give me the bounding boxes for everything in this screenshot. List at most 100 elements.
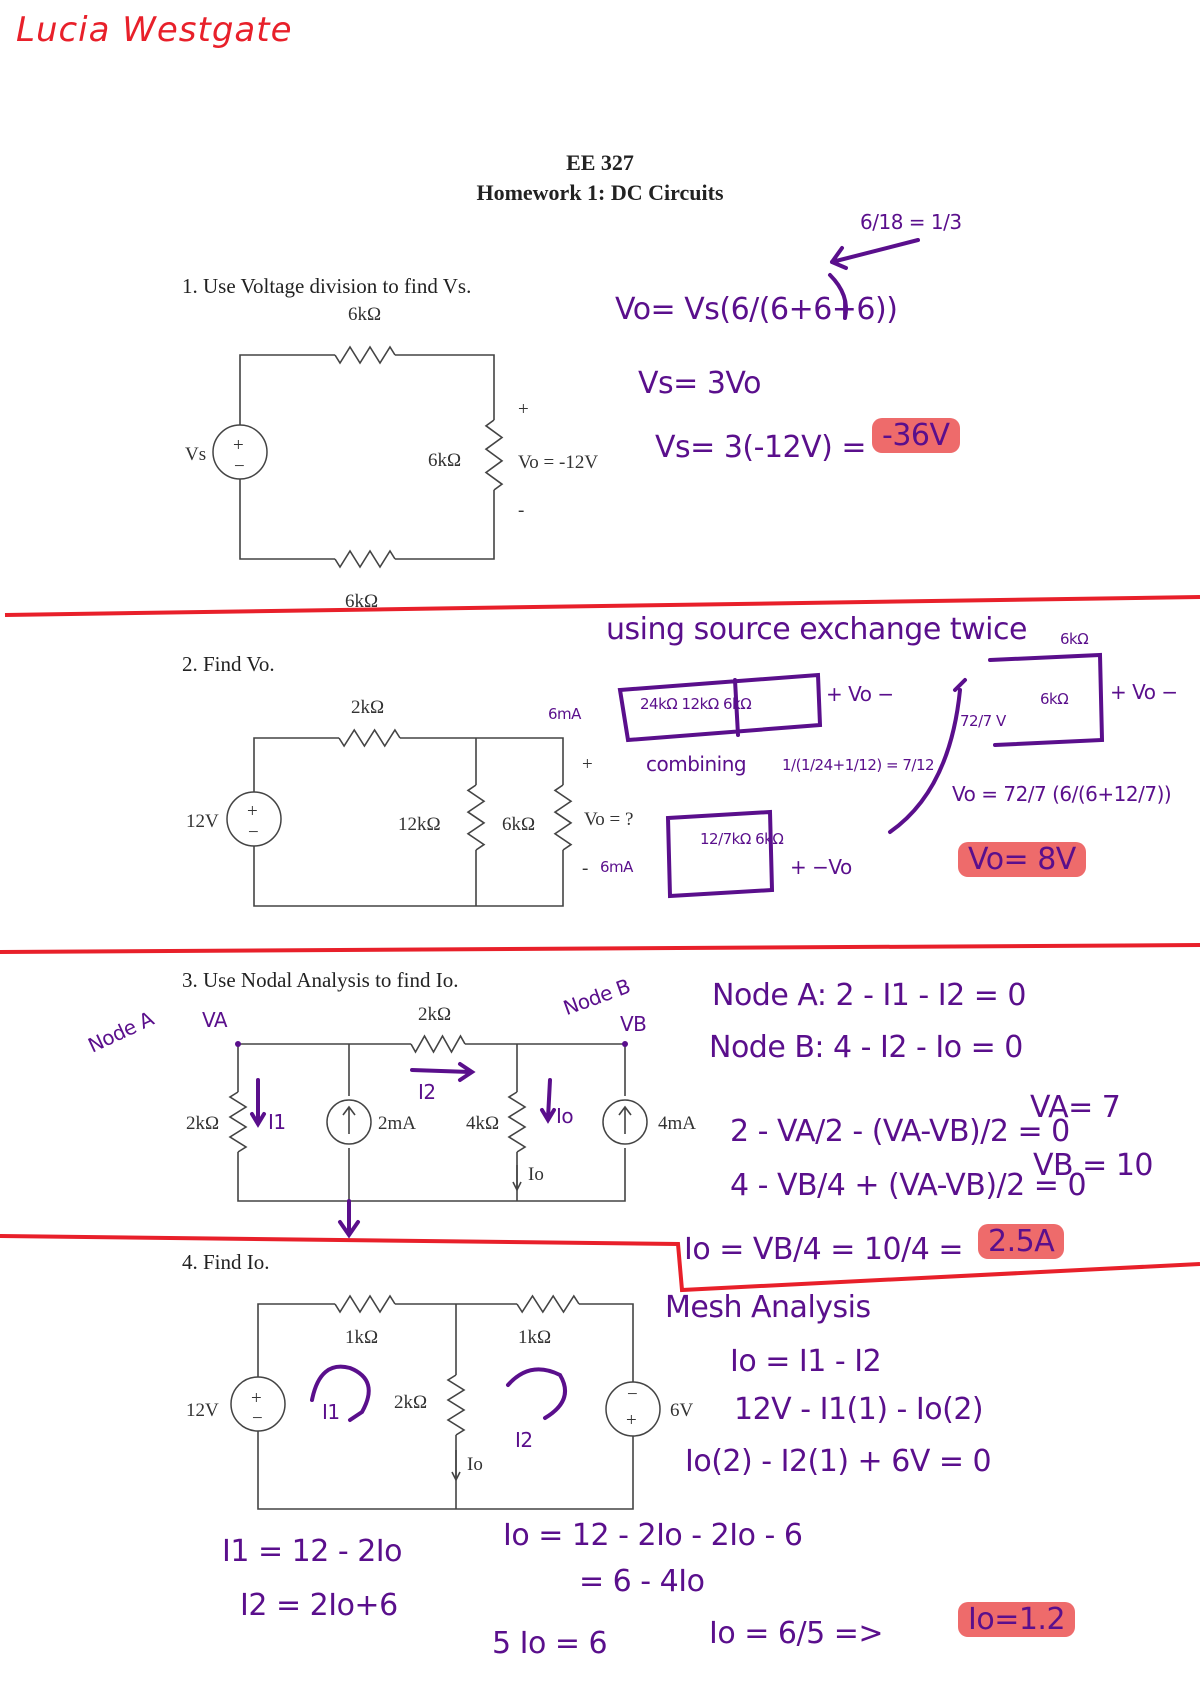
p4-eq3: Io(2) - I2(1) + 6V = 0 xyxy=(685,1444,992,1479)
svg-text:+: + xyxy=(518,399,529,420)
svg-text:2mA: 2mA xyxy=(378,1113,416,1134)
p1-work-note: 6/18 = 1/3 xyxy=(860,210,962,234)
voltage-source xyxy=(212,424,268,480)
resistor-2k xyxy=(338,728,401,748)
voltage-source-12v xyxy=(230,1376,286,1432)
resistor-left-2k xyxy=(228,1091,248,1153)
resistor-6k xyxy=(553,784,573,851)
svg-text:4kΩ: 4kΩ xyxy=(466,1113,499,1134)
p4-eq6: Io = 12 - 2Io - 2Io - 6 xyxy=(503,1518,803,1553)
svg-text:6V: 6V xyxy=(670,1400,694,1421)
svg-text:12V: 12V xyxy=(186,811,219,832)
p1-work-line2: Vs= 3Vo xyxy=(638,366,761,401)
course-title: EE 327 xyxy=(566,150,634,175)
resistor-1k-left xyxy=(334,1294,396,1314)
resistor-12k xyxy=(466,784,486,851)
voltage-source-12v xyxy=(226,791,282,847)
p4-eq9: Io = 6/5 => xyxy=(709,1616,884,1651)
p3-eq-c: 2 - VA/2 - (VA-VB)/2 = 0 xyxy=(730,1114,1070,1149)
p2-sketch2-source: 6mA xyxy=(600,858,633,876)
p2-work-line1: Vo = 72/7 (6/(6+12/7)) xyxy=(952,782,1172,806)
svg-text:Vs: Vs xyxy=(185,444,206,465)
resistor-1k-right xyxy=(516,1294,580,1314)
p4-i1-label: I1 xyxy=(322,1400,340,1424)
problem-1-prompt: 1. Use Voltage division to find Vs. xyxy=(182,274,472,298)
svg-text:−: − xyxy=(234,456,245,477)
problem-3-prompt: 3. Use Nodal Analysis to find Io. xyxy=(182,968,459,992)
p3-i1-label: I1 xyxy=(268,1110,286,1134)
p3-vb-value: VB = 10 xyxy=(1033,1148,1154,1183)
svg-text:1kΩ: 1kΩ xyxy=(518,1327,551,1348)
svg-text:12V: 12V xyxy=(186,1400,219,1421)
homework-title: Homework 1: DC Circuits xyxy=(476,180,724,205)
p2-sketch3-resistor: 6kΩ xyxy=(1060,630,1089,648)
p2-sketch2-vo: + −Vo xyxy=(790,855,852,879)
p3-eq-io: Io = VB/4 = 10/4 = xyxy=(684,1232,963,1267)
p1-work-line1: Vo= Vs(6/(6+6+6)) xyxy=(615,292,898,327)
circuit-1: + − 6kΩ 6kΩ 6kΩ Vs + - Vo = -12V xyxy=(185,304,598,612)
resistor-4k xyxy=(507,1091,527,1153)
resistor-right xyxy=(484,419,504,491)
svg-text:12kΩ: 12kΩ xyxy=(398,814,441,835)
resistor-top xyxy=(334,345,396,365)
svg-text:2kΩ: 2kΩ xyxy=(418,1004,451,1025)
p3-va-label: VA xyxy=(202,1008,228,1032)
svg-text:6kΩ: 6kΩ xyxy=(348,304,381,325)
p4-eq1: Io = I1 - I2 xyxy=(730,1344,882,1379)
svg-text:Io: Io xyxy=(467,1454,483,1475)
p1-answer: -36V xyxy=(872,418,960,453)
p2-heading: using source exchange twice xyxy=(606,612,1027,647)
resistor-bottom xyxy=(334,549,396,569)
divider-line-2 xyxy=(0,943,1200,954)
p2-answer: Vo= 8V xyxy=(958,842,1086,877)
svg-text:6kΩ: 6kΩ xyxy=(428,450,461,471)
p3-eq-d: 4 - VB/4 + (VA-VB)/2 = 0 xyxy=(730,1168,1087,1203)
p2-sketch1-resistors: 24kΩ 12kΩ 6kΩ xyxy=(640,695,752,713)
svg-text:+: + xyxy=(247,801,258,822)
p4-answer: Io=1.2 xyxy=(958,1602,1076,1637)
svg-text:Io: Io xyxy=(528,1164,544,1185)
p2-sketch2-resistors: 12/7kΩ 6kΩ xyxy=(700,830,784,848)
svg-text:+: + xyxy=(233,435,244,456)
svg-text:1kΩ: 1kΩ xyxy=(345,1327,378,1348)
p3-vb-label: VB xyxy=(620,1012,647,1036)
p2-sketch1-source: 6mA xyxy=(548,705,581,723)
svg-text:6kΩ: 6kΩ xyxy=(502,814,535,835)
svg-text:+: + xyxy=(251,1388,262,1409)
p4-eq8: 5 Io = 6 xyxy=(492,1626,608,1661)
p2-combine-eq: 1/(1/24+1/12) = 7/12 xyxy=(782,756,935,774)
p3-va-value: VA= 7 xyxy=(1030,1090,1121,1125)
svg-text:+: + xyxy=(582,754,593,775)
resistor-2k xyxy=(446,1374,466,1436)
svg-text:+: + xyxy=(626,1410,637,1431)
circuit-2: + − 2kΩ 12kΩ 6kΩ 12V + - Vo = ? xyxy=(186,697,633,907)
p2-sketch1-vo: + Vo − xyxy=(826,682,894,706)
p1-work-line3: Vs= 3(-12V) = xyxy=(655,430,867,465)
problem-4-prompt: 4. Find Io. xyxy=(182,1250,270,1274)
svg-text:4mA: 4mA xyxy=(658,1113,696,1134)
svg-text:−: − xyxy=(252,1408,263,1429)
p4-i2-label: I2 xyxy=(515,1428,533,1452)
p4-eq5: I2 = 2Io+6 xyxy=(240,1588,398,1623)
svg-text:−: − xyxy=(248,822,259,843)
p2-combining: combining xyxy=(646,752,747,776)
svg-text:-: - xyxy=(582,858,588,879)
svg-text:-: - xyxy=(518,500,524,521)
svg-text:Vo = -12V: Vo = -12V xyxy=(518,452,598,473)
p4-eq4: I1 = 12 - 2Io xyxy=(222,1534,403,1569)
p3-eq-node-b: Node B: 4 - I2 - Io = 0 xyxy=(709,1030,1023,1065)
circuit-4: + − − + 1kΩ 1kΩ 2kΩ Io 12V 6V xyxy=(186,1294,694,1510)
problem-2-prompt: 2. Find Vo. xyxy=(182,652,275,676)
svg-text:−: − xyxy=(627,1384,638,1405)
svg-text:2kΩ: 2kΩ xyxy=(394,1392,427,1413)
voltage-source-6v xyxy=(605,1381,661,1437)
p3-eq-node-a: Node A: 2 - I1 - I2 = 0 xyxy=(712,978,1027,1013)
p2-sketch3-vo: + Vo − xyxy=(1110,680,1178,704)
p3-i2-label: I2 xyxy=(418,1080,436,1104)
p4-eq7: = 6 - 4Io xyxy=(579,1564,705,1599)
divider-line-1 xyxy=(4,595,1200,617)
p3-io-label: Io xyxy=(556,1104,574,1128)
resistor-top-2k xyxy=(410,1034,466,1054)
svg-text:2kΩ: 2kΩ xyxy=(186,1113,219,1134)
